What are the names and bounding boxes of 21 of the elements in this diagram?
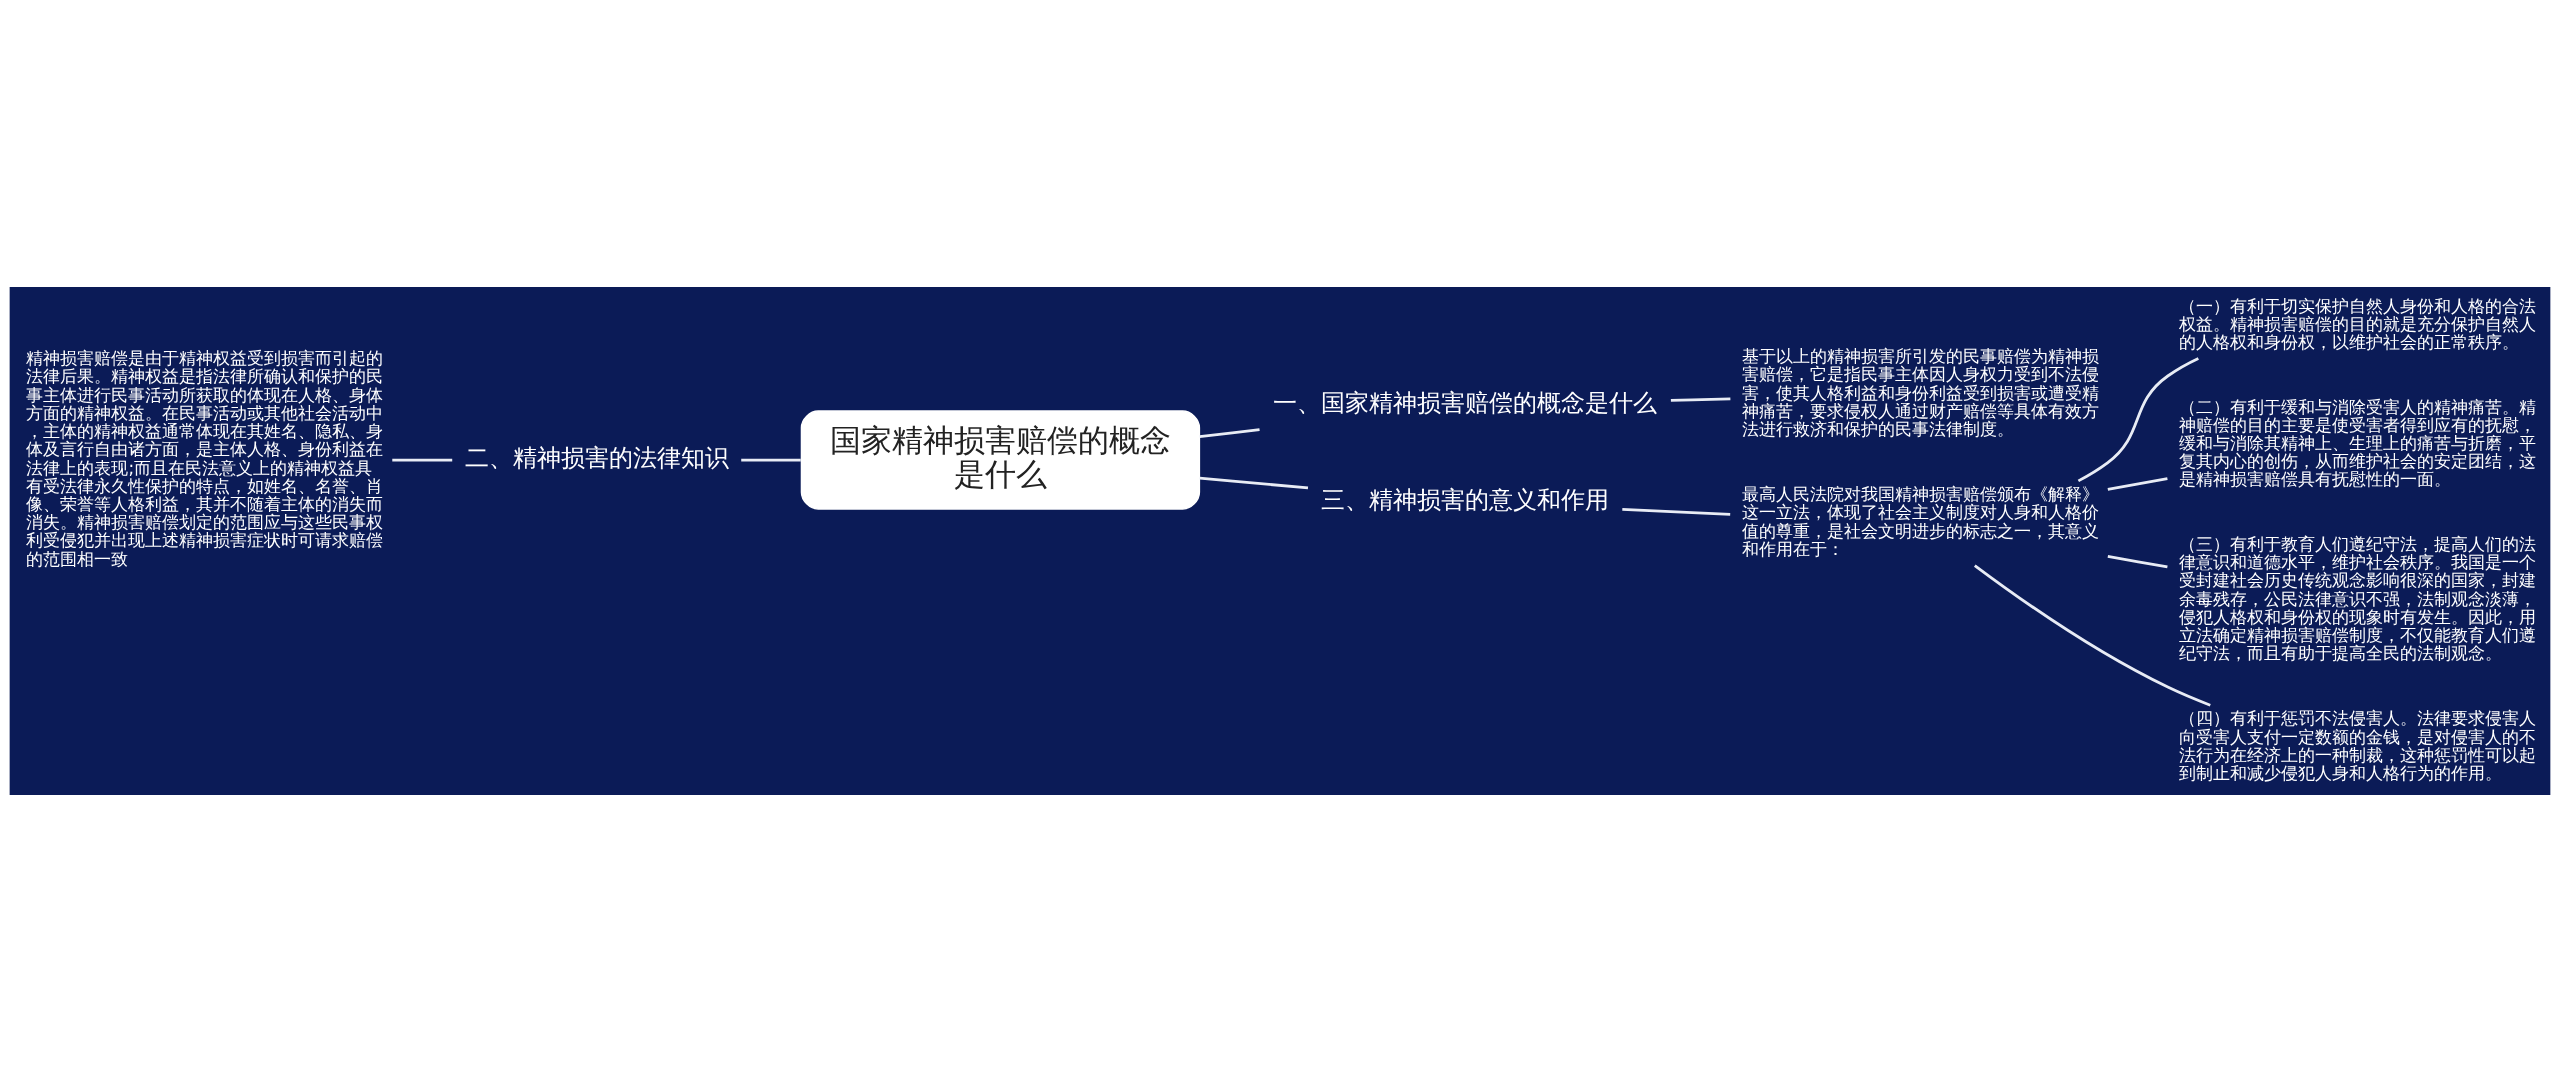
node-text: 基于以上的精神损害所引发的民事赔偿为精神损害赔偿，它是指民事主体因人身权力受到不法侵害，使其人格利益和身份利益受到损害或遭受精神痛苦，要求侵权人通过财产赔偿等具体有效方法进行救济和保护的民事法律制度。 xyxy=(1741,345,2099,439)
node-text: 二、精神损害的法律知识 xyxy=(464,443,729,472)
node-text: 三、精神损害的意义和作用 xyxy=(1320,485,1609,514)
node-text: （二）有利于缓和与消除受害人的精神痛苦。精神赔偿的目的主要是使受害者得到应有的抚慰，缓和与消除其精神上、生理上的痛苦与折磨，平复其内心的创伤，从而维护社会的安定团结，这是精神损害赔偿具有抚慰性的一面。 xyxy=(2178,396,2536,489)
connector xyxy=(392,458,453,461)
connector xyxy=(741,458,801,461)
connector xyxy=(2107,554,2168,568)
connector xyxy=(1973,563,2211,706)
node-text: 最高人民法院对我国精神损害赔偿颁布《解释》这一立法，体现了社会主义制度对人身和人格价值的尊重，是社会文明进步的标志之一，其意义和作用在于： xyxy=(1741,483,2099,559)
node-box: 国家精神损害赔偿的概念是什么 xyxy=(800,409,1201,510)
connector xyxy=(1622,507,1731,516)
node-text: 一、国家精神损害赔偿的概念是什么 xyxy=(1272,388,1657,417)
connector xyxy=(1199,476,1309,489)
connector xyxy=(2107,476,2168,491)
node-text: 精神损害赔偿是由于精神权益受到损害而引起的法律后果。精神权益是指法律所确认和保护的民事主体进行民事活动所获取的体现在人格、身体方面的精神权益。在民事活动或其他社会活动中，主体的精神权益通常体现在其姓名、隐私、身体及言行自由诸方面，是主体人格、身份利益在法律上的表现;而且在民法意义上的精神权益具有受法律永久性保护的特点，如姓名、名誉、肖像、荣誉等人格利益，其并不随着主体的消失而消失。精神损害赔偿划定的范围应与这些民事权利受侵犯并出现上述精神损害症状时可请求赔偿的范围相一致 xyxy=(26,347,384,569)
node-text: （四）有利于惩罚不法侵害人。法律要求侵害人向受害人支付一定数额的金钱，是对侵害人的不法行为在经济上的一种制裁，这种惩罚性可以起到制止和减少侵犯人身和人格行为的作用。 xyxy=(2178,707,2536,783)
connector xyxy=(1199,427,1260,438)
connector xyxy=(2077,356,2199,482)
node-text: （三）有利于教育人们遵纪守法，提高人们的法律意识和道德水平，维护社会秩序。我国是一个受封建社会历史传统观念影响很深的国家，封建余毒残存，公民法律意识不强，法制观念淡薄，侵犯人格权和身份权的现象时有发生。因此，用立法确定精神损害赔偿制度，不仅能教育人们遵纪守法，而且有助于提高全民的法制观念。 xyxy=(2178,533,2536,663)
node-text: （一）有利于切实保护自然人身份和人格的合法权益。精神损害赔偿的目的就是充分保护自然人的人格权和身份权，以维护社会的正常秩序。 xyxy=(2178,295,2536,352)
connector xyxy=(1670,396,1731,402)
